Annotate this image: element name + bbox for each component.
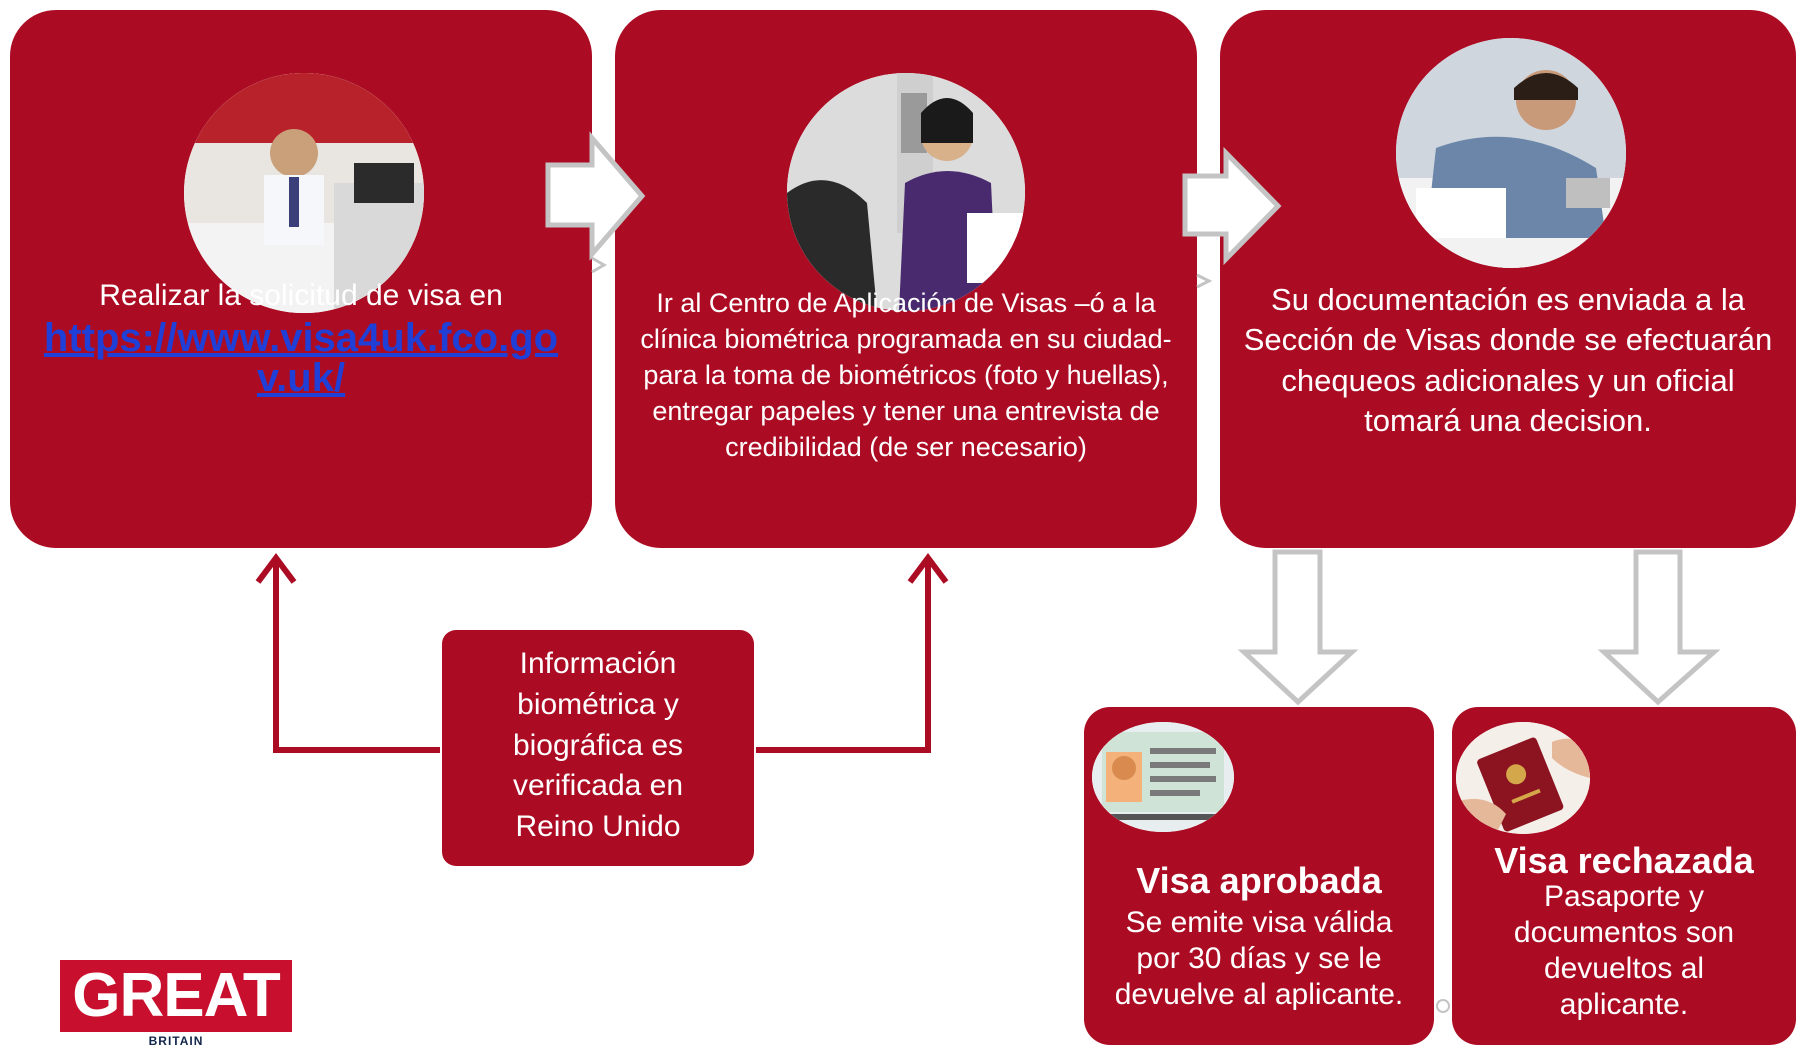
step3-box: Su documentación es enviada a la Sección… xyxy=(1220,10,1796,548)
approved-text: Se emite visa válida por 30 días y se le… xyxy=(1114,906,1404,1011)
connector-to-step1 xyxy=(273,560,440,753)
step2-text: Ir al Centro de Aplicación de Visas –ó a… xyxy=(640,288,1172,462)
step1-box: Realizar la solicitud de visa en https:/… xyxy=(10,10,592,548)
rejected-title: Visa rechazada xyxy=(1494,840,1754,881)
rejected-passport-photo xyxy=(1456,722,1590,834)
visa4uk-link[interactable]: https://www.visa4uk.fco.gov.uk/ xyxy=(43,316,559,400)
logo-great-text: GREAT xyxy=(60,960,292,1032)
step3-photo xyxy=(1396,38,1626,268)
step1-text: Realizar la solicitud de visa en xyxy=(99,279,503,312)
step1-link-wrap: https://www.visa4uk.fco.gov.uk/ xyxy=(10,318,592,398)
arrow-down-approved xyxy=(1237,549,1359,706)
rejected-box: Visa rechazada Pasaporte y documentos so… xyxy=(1452,707,1796,1045)
verification-box: Información biométrica y biográfica es v… xyxy=(442,630,754,866)
step3-text: Su documentación es enviada a la Sección… xyxy=(1243,282,1773,438)
rejected-text: Pasaporte y documentos son devueltos al … xyxy=(1513,880,1735,1021)
approved-title: Visa aprobada xyxy=(1136,860,1382,901)
approved-box: Visa aprobada Se emite visa válida por 3… xyxy=(1084,707,1434,1045)
step1-photo xyxy=(184,73,424,313)
arrowhead-step1 xyxy=(255,553,297,584)
connector-to-step2 xyxy=(756,560,931,753)
step2-photo xyxy=(787,73,1025,311)
logo-britain-text: BRITAIN xyxy=(148,1034,204,1048)
great-britain-logo: GREAT BRITAIN xyxy=(60,960,292,1048)
arrowhead-step2 xyxy=(907,553,949,584)
step2-box: Ir al Centro de Aplicación de Visas –ó a… xyxy=(615,10,1197,548)
arrow-down-rejected xyxy=(1597,549,1721,706)
verification-text: Información biométrica y biográfica es v… xyxy=(512,647,684,844)
approved-visa-photo xyxy=(1092,722,1234,832)
